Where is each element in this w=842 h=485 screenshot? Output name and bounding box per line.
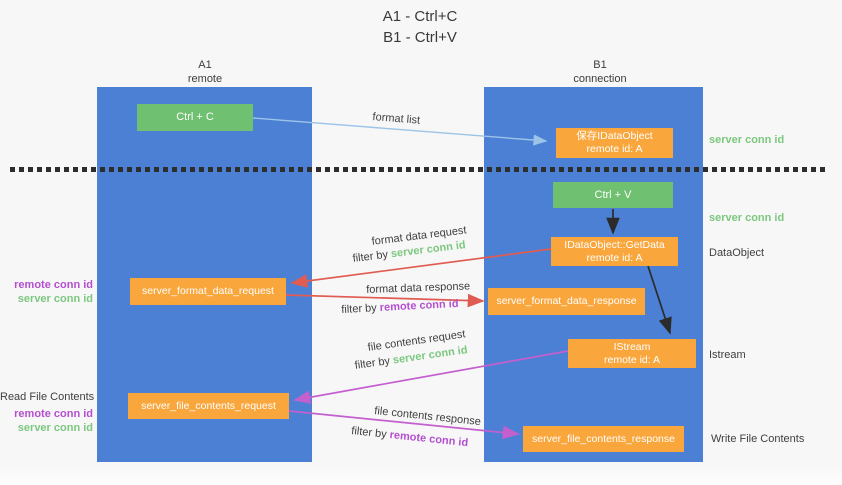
left-label-remote-conn-id-format: remote conn id: [14, 279, 93, 291]
node-server-file-contents-response: server_file_contents_response: [523, 426, 684, 452]
right-label-write-file-contents: Write File Contents: [711, 433, 805, 445]
session-divider-dotted-line: [10, 167, 828, 172]
lane-b1-name: B1: [593, 59, 607, 71]
bottom-fade: [0, 465, 842, 485]
left-label-server-conn-id-file: server conn id: [17, 422, 93, 434]
left-label-read-file-contents: Read File Contents: [0, 391, 95, 403]
lane-header-b1: B1 connection: [535, 58, 665, 86]
node-istream: IStream remote id: A: [568, 339, 696, 368]
right-label-server-conn-id-copy: server conn id: [709, 134, 785, 146]
lane-a1-role: remote: [187, 73, 223, 85]
node-idataobject-getdata: IDataObject::GetData remote id: A: [551, 237, 678, 266]
node-ctrl-v: Ctrl + V: [553, 182, 673, 208]
left-label-remote-conn-id-file: remote conn id: [14, 408, 93, 420]
node-server-format-data-request: server_format_data_request: [130, 278, 286, 305]
node-file-response-label: server_file_contents_response: [531, 432, 675, 445]
filter-by-text: filter by: [354, 354, 394, 372]
node-istream-remote-id: remote id: A: [603, 353, 661, 366]
lane-b1-role: connection: [573, 73, 627, 85]
node-ctrl-c: Ctrl + C: [137, 104, 253, 131]
format-list-label: format list: [372, 111, 421, 127]
node-server-format-data-response: server_format_data_response: [488, 288, 645, 315]
right-label-server-conn-id-paste: server conn id: [709, 212, 785, 224]
node-getdata-title: IDataObject::GetData: [564, 238, 665, 251]
node-file-request-label: server_file_contents_request: [141, 399, 276, 412]
right-label-istream: Istream: [709, 349, 746, 361]
lane-header-a1: A1 remote: [140, 58, 270, 86]
diagram-title: A1 - Ctrl+C B1 - Ctrl+V: [300, 6, 540, 48]
lane-a1-name: A1: [198, 59, 212, 71]
node-save-idataobject-remote-id: remote id: A: [586, 143, 643, 155]
format-data-response-filter-label: filter by remote conn id: [341, 298, 459, 316]
node-format-request-label: server_format_data_request: [142, 285, 274, 297]
left-label-server-conn-id-format: server conn id: [17, 293, 93, 305]
right-label-dataobject: DataObject: [709, 247, 765, 259]
node-save-idataobject: 保存IDataObject remote id: A: [556, 128, 673, 158]
format-data-response-label: format data response: [366, 280, 471, 296]
node-getdata-remote-id: remote id: A: [586, 251, 643, 264]
node-server-file-contents-request: server_file_contents_request: [128, 393, 289, 419]
filter-by-text: filter by: [350, 425, 391, 441]
node-istream-title: IStream: [613, 340, 651, 353]
filter-by-text: filter by: [352, 248, 392, 265]
remote-conn-id-text: remote conn id: [379, 297, 459, 314]
node-ctrl-c-label: Ctrl + C: [176, 111, 214, 123]
remote-conn-id-text: remote conn id: [389, 429, 469, 450]
node-format-response-label: server_format_data_response: [496, 295, 637, 307]
node-save-idataobject-title: 保存IDataObject: [576, 130, 653, 142]
file-contents-response-label: file contents response: [373, 405, 482, 429]
filter-by-text: filter by: [341, 301, 381, 316]
node-ctrl-v-label: Ctrl + V: [594, 188, 632, 201]
file-contents-response-filter-label: filter by remote conn id: [351, 425, 469, 449]
title-line-2: B1 - Ctrl+V: [383, 29, 457, 46]
title-line-1: A1 - Ctrl+C: [382, 8, 458, 25]
